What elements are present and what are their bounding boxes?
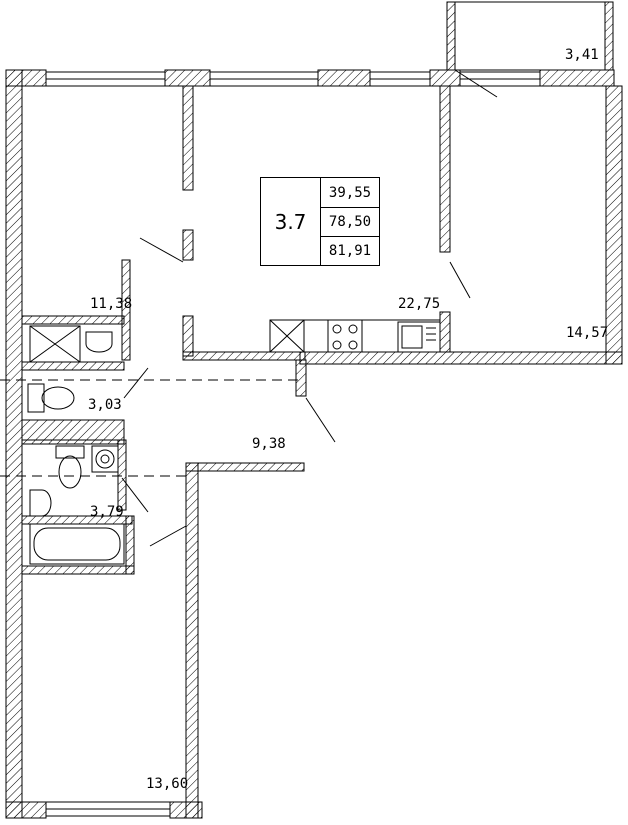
room-area-balcony: 3,41 xyxy=(565,47,599,63)
room-area-hallway: 9,38 xyxy=(252,436,286,452)
axis-lines xyxy=(0,379,300,477)
doors xyxy=(121,237,471,547)
room-area-living-room: 14,57 xyxy=(566,325,609,341)
balcony-outline xyxy=(446,1,614,98)
room-area-bedroom-top: 11,38 xyxy=(90,296,133,312)
room-area-bathroom: 3,79 xyxy=(90,504,124,520)
room-area-shower-room: 3,03 xyxy=(88,397,122,413)
exterior-walls xyxy=(5,69,623,819)
unit-summary-box: 3.7 39,55 78,50 81,91 xyxy=(260,177,380,266)
unit-id: 3.7 xyxy=(261,178,321,265)
room-area-kitchen-living: 22,75 xyxy=(398,296,441,312)
interior-walls xyxy=(21,85,451,575)
room-area-bedroom-bottom: 13,60 xyxy=(146,776,189,792)
unit-total-area-with-balcony: 81,91 xyxy=(328,242,372,259)
fixtures xyxy=(27,319,441,565)
windows xyxy=(45,71,541,817)
unit-living-area: 39,55 xyxy=(321,178,379,208)
unit-total-area: 78,50 xyxy=(321,207,379,237)
